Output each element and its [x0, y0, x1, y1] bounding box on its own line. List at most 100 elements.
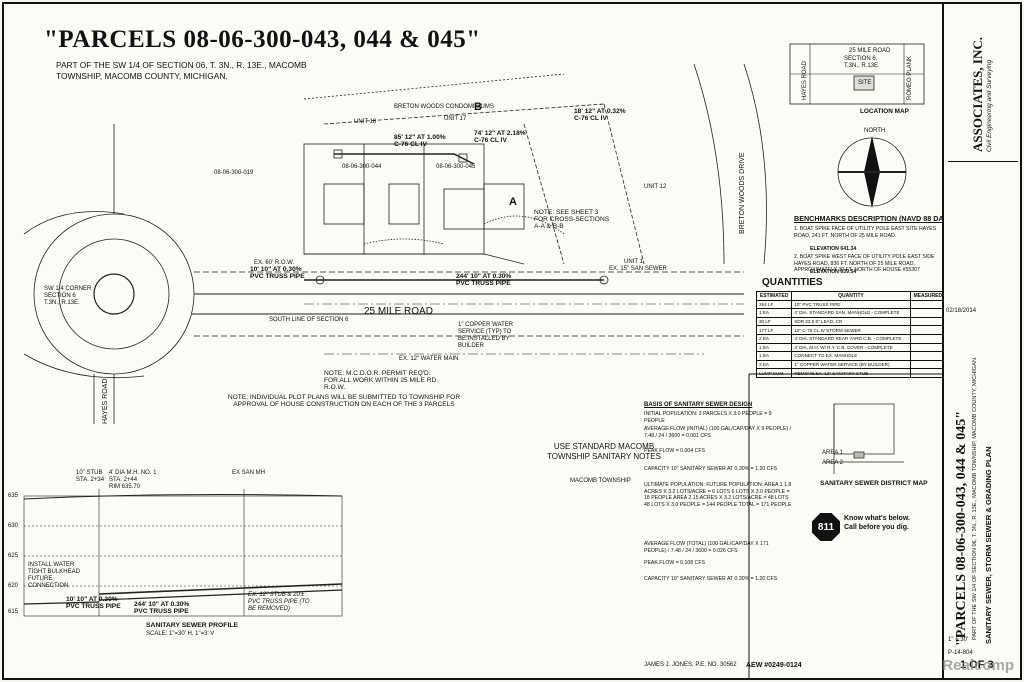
date: 02/18/2014 [946, 308, 977, 314]
ex-wm-label: EX. 12" WATER MAIN [399, 356, 459, 362]
avg-flow: AVERAGE FLOW (INITIAL) (100 GAL/CAP/DAY … [644, 426, 792, 439]
location-road-romeo: ROMEO PLANK [907, 55, 913, 100]
elev-625: 625 [8, 553, 19, 559]
parcel-045: 08-06-300-045 [436, 164, 476, 170]
north-label: NORTH [864, 128, 886, 134]
benchmark-1-elev: ELEVATION 641.34 [810, 246, 857, 252]
title-block: ASSOCIATES, INC. Civil Engineering and S… [942, 4, 1020, 678]
unit-label-17: UNIT 17 [444, 116, 467, 122]
basis-title: BASIS OF SANITARY SEWER DESIGN [644, 402, 753, 408]
unit-label-18: UNIT 18 [354, 119, 377, 125]
peak-flow-total: PEAK FLOW = 0.108 CFS [644, 560, 705, 566]
profile-mh-sta: STA. 2+44 [109, 477, 138, 483]
section-a: A [509, 196, 517, 208]
plan-type: SANITARY SEWER, STORM SEWER & GRADING PL… [984, 446, 993, 644]
pipe-label-3: 85' 12" AT 1.00% C-76 CL IV [394, 134, 446, 148]
sheet3-note: NOTE: SEE SHEET 3 FOR CROSS-SECTIONS A-A… [534, 209, 610, 230]
district-title: SANITARY SEWER DISTRICT MAP [820, 480, 928, 487]
profile-stub: 10" STUB [76, 470, 103, 476]
scale: 1" = 30' [948, 637, 969, 643]
initial-pop: INITIAL POPULATION: 3 PARCELS X 3.0 PEOP… [644, 411, 772, 424]
avg-flow-total: AVERAGE FLOW (TOTAL) (100 GAL/CAP/DAY X … [644, 541, 769, 554]
location-map-title: LOCATION MAP [860, 108, 909, 115]
aew-number: AEW #0249-0124 [746, 662, 802, 669]
road-label-hayes: HAYES ROAD [102, 378, 109, 424]
plan-subtitle: PART OF THE SW 1/4 OF SECTION 06, T. 3N.… [56, 60, 307, 81]
profile-stub-sta: STA. 2+34 [76, 477, 105, 483]
watermark: Realcomp [942, 657, 1014, 674]
engineer-seal: JAMES J. JONES, P.E. No. 30562 [644, 662, 737, 668]
district-area-2: AREA 2 [822, 460, 844, 466]
plot-note: NOTE: INDIVIDUAL PLOT PLANS WILL BE SUBM… [227, 394, 461, 408]
location-road-hayes: HAYES ROAD [802, 61, 808, 100]
profile-title: SANITARY SEWER PROFILE [146, 622, 239, 629]
company-block: ASSOCIATES, INC. Civil Engineering and S… [948, 12, 1018, 162]
parcel-019: 08-06-300-019 [214, 170, 254, 176]
elev-615: 615 [8, 609, 19, 615]
ex-sewer-label: EX. 15" SAN SEWER [609, 266, 667, 272]
peak-flow: PEAK FLOW = 0.004 CFS [644, 448, 705, 454]
pipe-label-1: 10' 10" AT 0.30% PVC TRUSS PIPE [250, 266, 305, 280]
profile-install: INSTALL WATER TIGHT BULKHEAD FUTURE CONN… [28, 562, 80, 589]
qty-header-measured: MEASURED [909, 291, 947, 301]
benchmark-2-elev: ELEVATION 639.54 [810, 269, 857, 275]
profile-mh-rim: RIM 635.70 [109, 484, 141, 490]
quantities-title: QUANTITIES [762, 277, 823, 288]
location-section: SECTION 6, T.3N., R.13E. [844, 56, 880, 69]
road-label-25-mile: 25 MILE ROAD [364, 306, 433, 317]
benchmark-2: 2. BOAT SPIKE WEST FACE OF UTILITY POLE … [794, 254, 935, 274]
project-title: "PARCELS 08-06-300-043, 044 & 045" [954, 411, 969, 646]
unit-label-1: UNIT 1 [624, 259, 643, 265]
mdot-note: NOTE: M.C.D.O.R. PERMIT REQ'D. FOR ALL W… [324, 370, 439, 391]
sheet-number: 1 of 3 [960, 659, 994, 671]
company-sub: Civil Engineering and Surveying [986, 59, 993, 152]
benchmark-1: 1. BOAT SPIKE FACE OF UTILITY POLE EAST … [794, 226, 937, 239]
qty-header-estimated: ESTIMATED [755, 291, 793, 301]
table-row: 1 EA4' DIA. M.H. w/ R.Y. C.B. COVER - CO… [755, 342, 947, 353]
ultimate-pop: ULTIMATE POPULATION: FUTURE POPULATION: … [644, 482, 792, 508]
pipe-label-4: 74' 12" AT 2.18% C-76 CL IV [474, 130, 526, 144]
benchmarks-title: BENCHMARKS DESCRIPTION (NAVD 88 DATUM) [794, 214, 962, 223]
condo-label: BRETON WOODS CONDOMINIUMS [394, 104, 494, 110]
plan-title: "PARCELS 08-06-300-043, 044 & 045" [44, 26, 481, 53]
parcel-044: 08-06-300-044 [342, 164, 382, 170]
elev-620: 620 [8, 583, 19, 589]
qty-header-quantity: QUANTITY [791, 291, 911, 301]
elev-630: 630 [8, 523, 19, 529]
profile-pipe-b: 244' 10" AT 0.30% PVC TRUSS PIPE [134, 601, 190, 615]
profile-scale: SCALE: 1"=30' H, 1"=3' V [146, 631, 215, 637]
row-label: EX. 60' R.O.W. [254, 260, 295, 266]
call-811-icon: 811 [812, 513, 840, 541]
location-site: SITE [858, 80, 872, 86]
know-below: Know what's below. [844, 515, 910, 522]
location-road-25: 25 MILE ROAD [849, 48, 891, 54]
unit-label-12: UNIT 12 [644, 184, 667, 190]
north-arrow-icon [837, 136, 907, 208]
profile-remove: EX. 12" STUB & 20'± PVC TRUSS PIPE (TO B… [248, 592, 310, 612]
copper-note: 1" COPPER WATER SERVICE (TYP) TO BE INST… [458, 322, 514, 349]
district-area-1: AREA 1 [822, 450, 844, 456]
south-line-label: SOUTH LINE OF SECTION 6 [269, 317, 349, 323]
road-label-breton: BRETON WOODS DRIVE [739, 152, 746, 234]
job-number: P-14-804 [948, 650, 973, 656]
township-label: MACOMB TOWNSHIP [570, 478, 631, 484]
elev-635: 635 [8, 493, 19, 499]
capacity-2: CAPACITY 10" SANITARY SEWER AT 0.30% = 1… [644, 576, 778, 582]
standard-notes: USE STANDARD MACOMB TOWNSHIP SANITARY NO… [547, 442, 661, 461]
project-subtitle: PART OF THE SW 1/4 OF SECTION 06, T. 3N.… [972, 356, 978, 640]
profile-ex-mh: EX SAN MH [232, 470, 266, 476]
capacity-1: CAPACITY 10" SANITARY SEWER AT 0.30% = 1… [644, 466, 778, 472]
company-name: ASSOCIATES, INC. [970, 37, 985, 152]
section-b: B [474, 101, 482, 113]
pipe-label-2: 244' 10" AT 0.30% PVC TRUSS PIPE [456, 273, 512, 287]
profile-pipe-a: 10' 10" AT 0.30% PVC TRUSS PIPE [66, 596, 121, 610]
